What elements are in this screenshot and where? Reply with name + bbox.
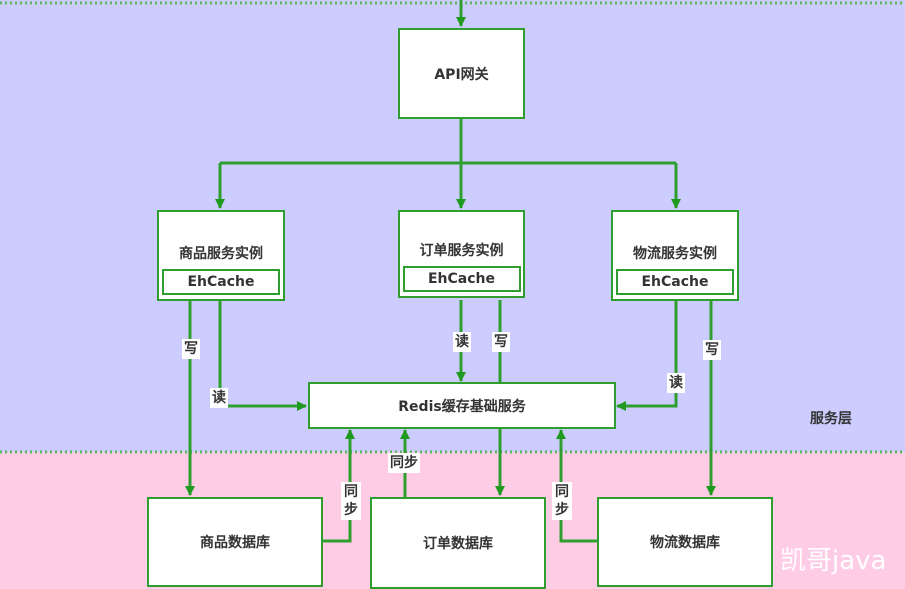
product-sync-label-top: 同 [344, 484, 358, 500]
logistics-read-label: 读 [667, 373, 685, 393]
logistics-sync-label-bottom: 步 [555, 502, 569, 518]
api-gateway-box: API网关 [398, 28, 525, 119]
product-ehcache-label: EhCache [187, 274, 255, 290]
watermark: 凯哥java [780, 546, 887, 576]
service-layer-label: 服务层 [810, 411, 852, 427]
product-db-label: 商品数据库 [200, 535, 270, 551]
order-service-box: 订单服务实例 EhCache [398, 210, 525, 298]
product-sync-label-bottom: 步 [344, 502, 358, 518]
order-db-label: 订单数据库 [423, 536, 493, 552]
edge-product-read-redis [218, 300, 307, 411]
redis-service-label: Redis缓存基础服务 [398, 398, 526, 415]
logistics-ehcache-label: EhCache [641, 274, 709, 290]
edge-logistics-read-redis [616, 300, 678, 411]
redis-service-box: Redis缓存基础服务 [308, 382, 616, 429]
edge-product-db-sync [322, 429, 355, 543]
logistics-ehcache-box: EhCache [616, 269, 734, 295]
product-service-title: 商品服务实例 [179, 246, 263, 262]
order-ehcache-box: EhCache [402, 266, 521, 292]
order-service-title: 订单服务实例 [419, 243, 504, 259]
product-write-label: 写 [182, 339, 200, 359]
logistics-db-box: 物流数据库 [597, 497, 773, 587]
logistics-write-label: 写 [703, 340, 721, 360]
logistics-service-box: 物流服务实例 EhCache [611, 210, 739, 301]
order-db-box: 订单数据库 [370, 497, 546, 589]
logistics-sync-label-top: 同 [555, 484, 569, 500]
product-ehcache-box: EhCache [162, 269, 280, 295]
edge-logistics-db-sync [556, 429, 597, 543]
product-db-box: 商品数据库 [147, 497, 323, 587]
order-write-label: 写 [492, 332, 510, 352]
logistics-db-label: 物流数据库 [650, 535, 720, 551]
product-service-box: 商品服务实例 EhCache [157, 210, 285, 301]
order-ehcache-label: EhCache [427, 271, 495, 287]
order-sync-label: 同步 [388, 453, 420, 473]
logistics-service-title: 物流服务实例 [633, 246, 717, 262]
logistics-sync-label: 同 步 [552, 482, 572, 520]
product-sync-label: 同 步 [341, 482, 361, 520]
api-gateway-label: API网关 [434, 66, 489, 83]
product-read-label: 读 [210, 388, 228, 408]
order-read-label: 读 [453, 332, 471, 352]
